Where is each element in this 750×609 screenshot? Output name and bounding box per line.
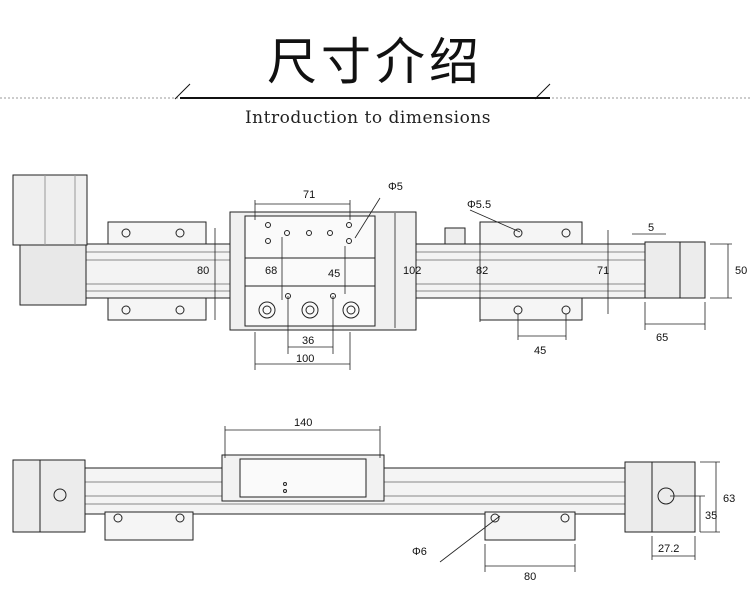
dim-68: 68: [265, 265, 277, 277]
dim-102: 102: [403, 265, 421, 277]
page-title: 尺寸介绍: [267, 33, 483, 91]
page-subtitle: Introduction to dimensions: [244, 108, 492, 128]
dim-45-inner: 45: [328, 268, 340, 280]
dim-45-bottom: 45: [534, 345, 546, 357]
dim-phi5-5: Φ5.5: [467, 199, 491, 211]
dim-27-2: 27.2: [658, 543, 679, 555]
dim-50: 50: [735, 265, 747, 277]
dim-71-top: 71: [303, 189, 315, 201]
dim-100: 100: [296, 353, 314, 365]
dim-140: 140: [294, 417, 312, 429]
dim-82: 82: [476, 265, 488, 277]
dim-phi6: Φ6: [412, 546, 427, 558]
dim-80: 80: [197, 265, 209, 277]
dim-63: 63: [723, 493, 735, 505]
dim-65: 65: [656, 332, 668, 344]
dim-36: 36: [302, 335, 314, 347]
dim-35: 35: [705, 510, 717, 522]
dim-phi5: Φ5: [388, 181, 403, 193]
title-decoration: [0, 83, 750, 100]
top-view-drawing: Φ5 71 Φ5.5 5 80 68 45 102 82 71 50 36 10…: [12, 174, 747, 370]
dim-5: 5: [648, 222, 654, 234]
dim-80-side: 80: [524, 571, 536, 583]
dim-71-right: 71: [597, 265, 609, 277]
